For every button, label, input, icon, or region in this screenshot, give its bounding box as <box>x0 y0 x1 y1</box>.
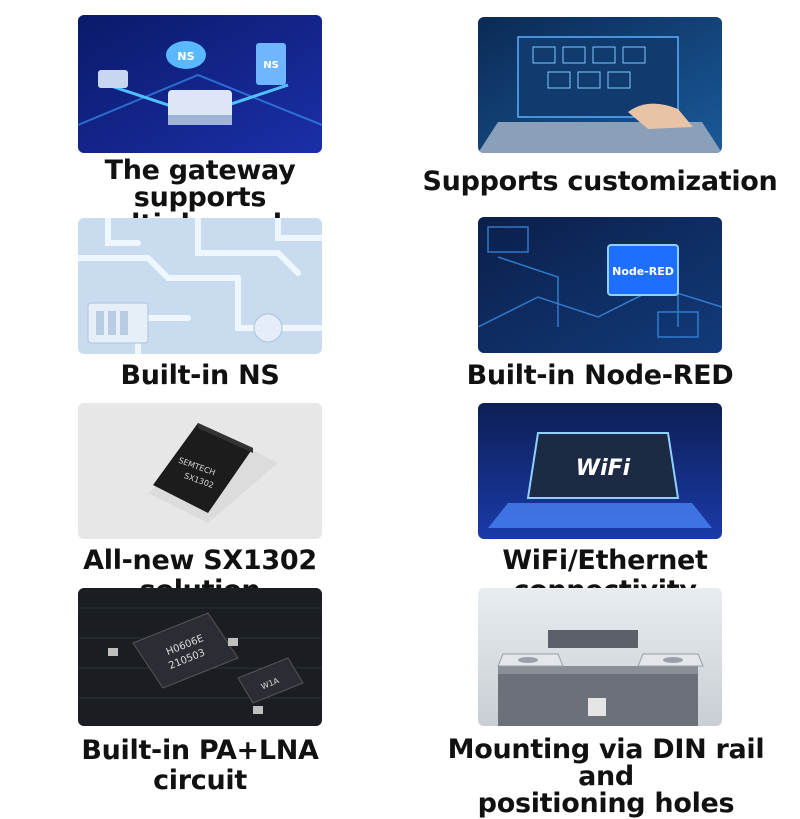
circuit-board-illustration <box>78 218 322 354</box>
semtech-chip-illustration: SEMTECH SX1302 <box>78 403 322 539</box>
sx1302-image: SEMTECH SX1302 <box>78 403 322 539</box>
din-rail-mount-illustration <box>478 588 722 726</box>
customization-image <box>478 17 722 153</box>
node-red-image: Node-RED <box>478 217 722 353</box>
din-rail-image <box>478 588 722 726</box>
caption-node-red: Built-in Node-RED <box>466 360 734 391</box>
pa-lna-image: H0606E 210503 W1A <box>78 588 322 726</box>
caption-pa-lna: Built-in PA+LNA circuit <box>81 735 319 796</box>
node-red-label: Node-RED <box>612 265 674 278</box>
ns-label-1: NS <box>177 50 194 63</box>
wifi-chip-illustration: WiFi <box>478 403 722 539</box>
builtin-ns-image <box>78 218 322 354</box>
ns-label-2: NS <box>263 60 279 71</box>
gateway-illustration: NS NS <box>78 15 322 153</box>
gateway-modes-image: NS NS <box>78 15 322 153</box>
node-red-illustration: Node-RED <box>478 217 722 353</box>
pa-lna-chip-illustration: H0606E 210503 W1A <box>78 588 322 726</box>
caption-din-rail: Mounting via DIN rail and positioning ho… <box>447 734 765 819</box>
caption-customization: Supports customization <box>422 166 778 197</box>
wifi-ethernet-image: WiFi <box>478 403 722 539</box>
wifi-label: WiFi <box>576 456 631 481</box>
caption-builtin-ns: Built-in NS <box>120 360 280 391</box>
laptop-illustration <box>478 17 722 153</box>
